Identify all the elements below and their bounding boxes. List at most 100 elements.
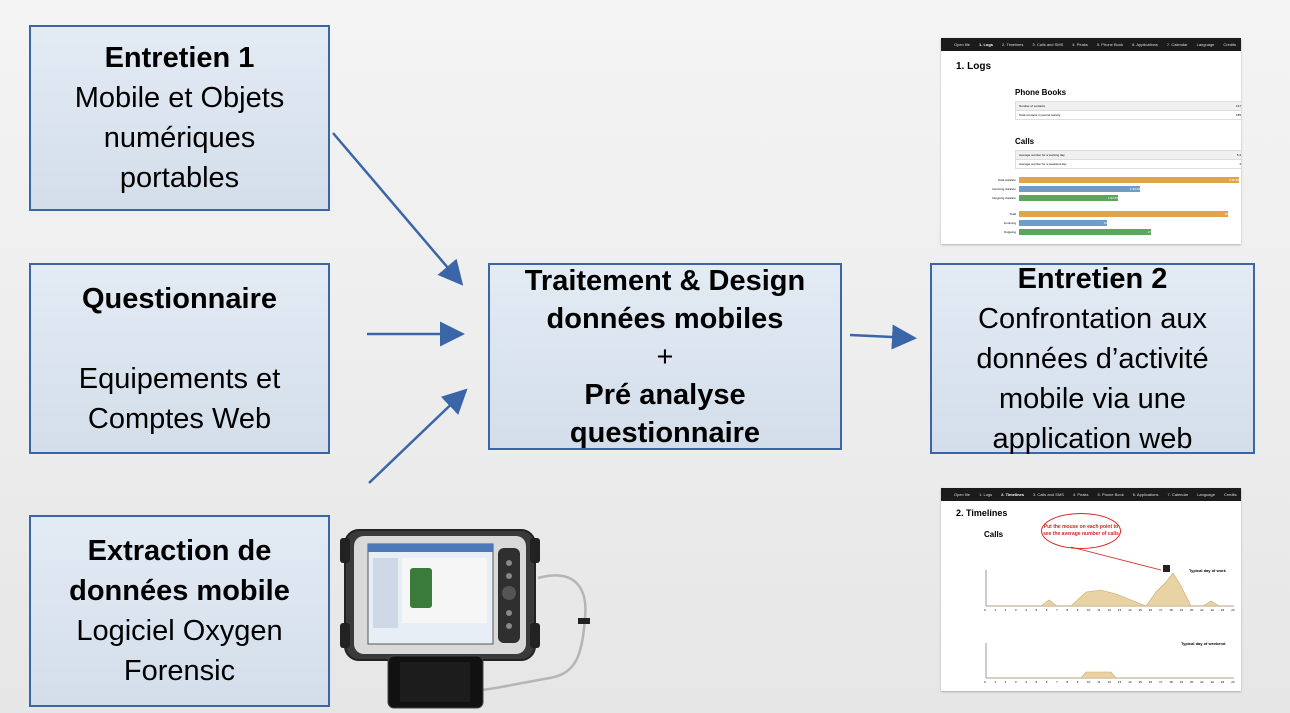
arrow-center-to-entretien2: [849, 324, 917, 350]
hour-tick: 24: [1231, 608, 1235, 612]
box-title: données mobiles: [546, 302, 784, 335]
box-entretien-2: Entretien 2 Confrontation aux données d’…: [930, 263, 1255, 455]
hour-tick: 6: [1045, 680, 1048, 684]
screenshot-logs: Open file 1. Logs 2. Timelines 3. Calls …: [941, 38, 1241, 244]
arrow-entretien1-to-center: [332, 132, 464, 286]
nav-item: 1. Logs: [979, 492, 993, 497]
screenshot-title: 2. Timelines: [956, 508, 1008, 518]
nav-item: 4. Peaks: [1072, 42, 1088, 47]
hour-tick: 23: [1220, 680, 1225, 684]
hour-tick: 17: [1159, 680, 1163, 684]
box-title: Entretien 1: [104, 42, 255, 74]
bar: 1:35:38: [1019, 186, 1140, 192]
hour-tick: 13: [1117, 608, 1122, 612]
box-entretien-1: Entretien 1 Mobile et Objets numériques …: [29, 25, 330, 211]
hour-tick: 24: [1231, 680, 1235, 684]
nav-item: 5. Phone Book: [1097, 492, 1124, 497]
hour-tick: 9: [1076, 608, 1079, 612]
nav-item: 6. Applications: [1132, 42, 1158, 47]
nav-item: 4. Peaks: [1072, 492, 1089, 497]
bar-label: Outgoing duration: [992, 196, 1016, 200]
hour-tick: 11: [1097, 608, 1101, 612]
hour-tick: 21: [1200, 680, 1204, 684]
hour-tick: 1: [994, 608, 996, 612]
hour-tick: 21: [1200, 608, 1204, 612]
bar: 27: [1019, 229, 1151, 235]
hour-tick: 23: [1220, 608, 1225, 612]
box-title: Questionnaire: [82, 282, 277, 315]
hour-tick: 3: [1014, 680, 1017, 684]
screenshot-nav: Open file 1. Logs 2. Timelines 3. Calls …: [941, 488, 1241, 501]
tooltip-marker: [1163, 565, 1170, 572]
box-title: Traitement & Design: [524, 264, 806, 297]
box-line: Logiciel Oxygen: [76, 615, 283, 647]
hour-tick: 22: [1210, 680, 1214, 684]
hour-tick: 16: [1148, 680, 1153, 684]
nav-item: Credits: [1223, 492, 1237, 497]
screenshot-nav: Open file 1. Logs 2. Timelines 3. Calls …: [941, 38, 1241, 51]
hour-tick: 6: [1045, 608, 1048, 612]
bar: 1:03:45: [1019, 195, 1118, 201]
box-line: Confrontation aux: [978, 302, 1207, 335]
box-title: Entretien 2: [1017, 262, 1168, 295]
hour-tick: 19: [1179, 680, 1184, 684]
phone-image-icon: [410, 568, 432, 608]
nav-item: Language: [1197, 492, 1215, 497]
box-line: Equipements et: [78, 362, 281, 395]
box-title: Pré analyse: [584, 378, 746, 411]
box-title: données mobile: [69, 575, 290, 607]
timeline-charts: [985, 546, 1234, 679]
box-line: portables: [119, 162, 240, 194]
usb-cable: [479, 574, 587, 692]
bar-label: Outgoing: [1003, 230, 1016, 234]
arrow-extraction-to-center: [368, 388, 468, 484]
hour-tick: 22: [1210, 608, 1214, 612]
bar-label: Total: [1009, 212, 1016, 216]
nav-item: 3. Calls and SMS: [1032, 492, 1064, 497]
hour-tick: 4: [1025, 608, 1027, 612]
box-line: Forensic: [123, 655, 236, 687]
nav-item: 2. Timelines: [1001, 492, 1024, 497]
nav-item: 2. Timelines: [1002, 42, 1024, 47]
hour-tick: 15: [1138, 608, 1142, 612]
bar: 45: [1019, 211, 1228, 217]
nav-item: 7. Calendar: [1167, 492, 1189, 497]
nav-item: 1. Logs: [979, 42, 994, 47]
hour-tick: 10: [1087, 608, 1091, 612]
box-line: numériques: [103, 122, 256, 154]
hour-tick: 20: [1190, 608, 1194, 612]
hour-tick: 12: [1107, 608, 1111, 612]
bar: 18: [1019, 220, 1107, 226]
hour-tick: 16: [1148, 608, 1153, 612]
bar: 3:25:38: [1019, 177, 1239, 183]
box-line: mobile via une: [999, 382, 1186, 415]
box-plus: +: [656, 340, 674, 373]
bar-label: Incoming: [1003, 221, 1016, 225]
bar-label: Incoming duration: [992, 187, 1016, 191]
label-work: Typical day of work: [1189, 568, 1226, 573]
hour-tick: 7: [1056, 608, 1058, 612]
hour-tick: 0: [984, 680, 986, 684]
hour-tick: 15: [1138, 680, 1142, 684]
section-title: Phone Books: [1015, 88, 1067, 97]
hour-tick: 0: [984, 608, 986, 612]
nav-item: 6. Applications: [1132, 492, 1159, 497]
box-traitement: Traitement & Design données mobiles + Pr…: [488, 263, 842, 450]
hour-tick: 11: [1097, 680, 1101, 684]
box-line: application web: [992, 422, 1193, 455]
hour-tick: 2: [1004, 608, 1007, 612]
bar-label: Total duration: [997, 178, 1016, 182]
hour-tick: 14: [1128, 608, 1132, 612]
nav-item: Open file: [954, 492, 971, 497]
section-title: Calls: [1015, 137, 1035, 146]
screenshot-title: 1. Logs: [956, 61, 992, 72]
hour-tick: 8: [1066, 680, 1069, 684]
nav-item: Language: [1196, 42, 1215, 47]
hour-tick: 18: [1169, 608, 1173, 612]
box-line: Mobile et Objets: [74, 82, 285, 114]
